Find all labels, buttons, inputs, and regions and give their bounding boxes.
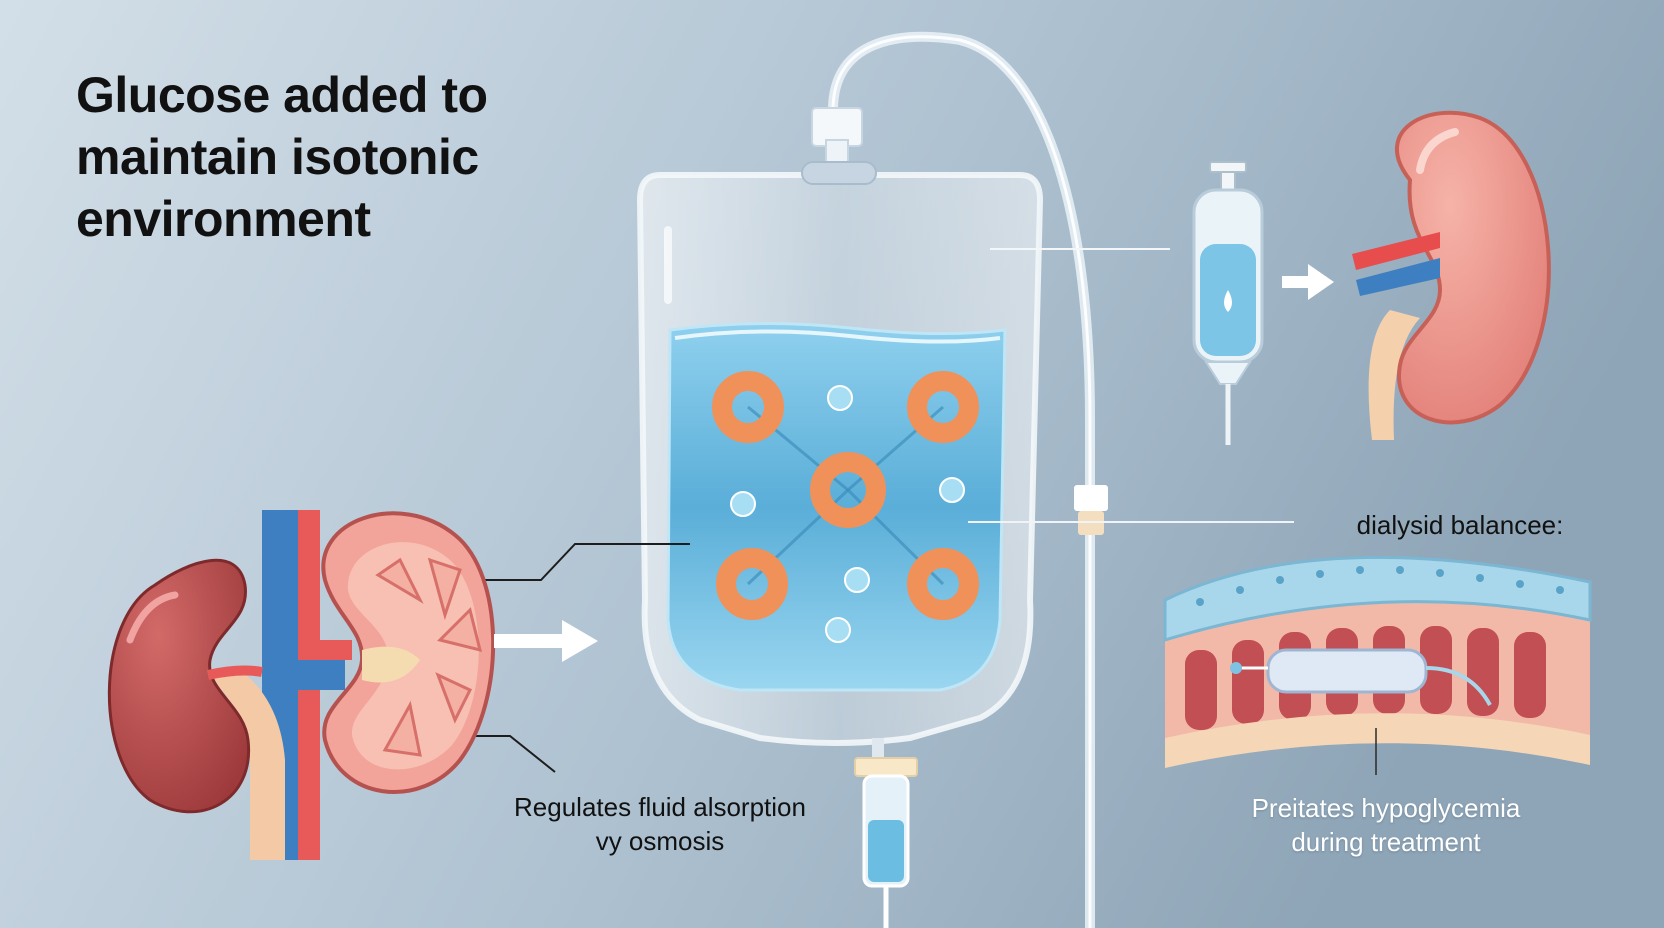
caption-right: Preitates hypoglycemia during treatment — [1176, 791, 1596, 860]
arrow-right-icon-2 — [1282, 264, 1334, 300]
caption-left: Regulates fluid alsorption vy osmosis — [430, 790, 890, 859]
tissue-cross-section-icon — [1163, 555, 1592, 775]
diagram-title: Glucose added to maintain isotonic envir… — [76, 64, 596, 250]
title-line-3: environment — [76, 191, 371, 247]
arrow-right-icon — [494, 620, 598, 662]
caption-right-line-2: during treatment — [1291, 827, 1481, 858]
caption-left-line-2: vy osmosis — [595, 826, 725, 857]
title-line-2: maintain isotonic — [76, 129, 479, 185]
drip-chamber-icon — [854, 757, 918, 928]
syringe-icon — [1192, 161, 1264, 445]
caption-right-line-1: Preitates hypoglycemia — [1251, 793, 1521, 823]
kidney-icon — [107, 510, 496, 860]
kidney-icon-right — [1352, 110, 1551, 440]
tube-clamp-icon — [1074, 485, 1108, 535]
title-line-1: Glucose added to — [76, 67, 488, 123]
pointer-lines — [460, 248, 1294, 773]
glucose-molecule-icon — [712, 371, 979, 643]
iv-bag-icon — [636, 107, 1044, 762]
caption-left-line-1: Regulates fluid alsorption — [514, 792, 806, 822]
caption-right-heading: dialysid balancee: — [1356, 510, 1564, 540]
